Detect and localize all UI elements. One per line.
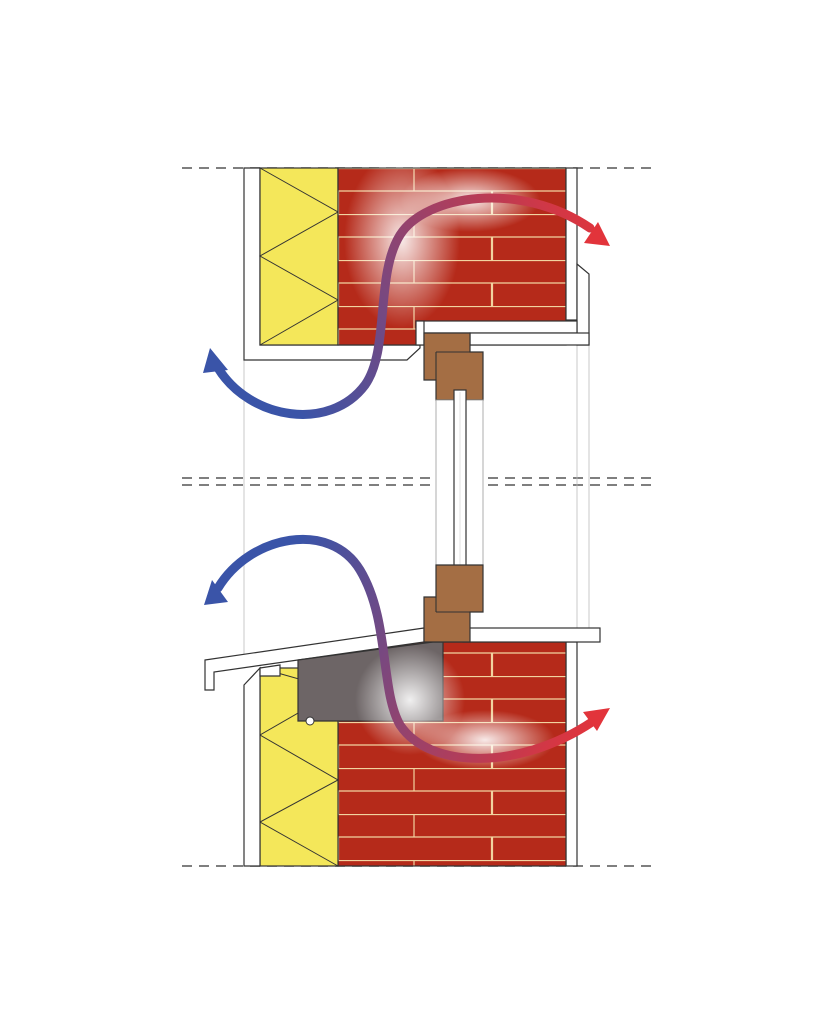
window-glazing: [435, 389, 484, 576]
head-soffit-cover: [469, 332, 590, 346]
head-soffit-board: [415, 320, 578, 334]
sill-cold-arrowhead: [204, 580, 228, 605]
window-board-bracket: [259, 664, 281, 677]
head-insulation-zigzag: [258, 167, 340, 346]
head-cold-arrowhead: [203, 348, 228, 373]
glazing-outer-frame-right: [465, 399, 484, 566]
head-soffit-lip: [415, 320, 425, 346]
head-insulation: [259, 167, 339, 346]
sill-frame-timber: [423, 564, 484, 643]
window-head-detail: [243, 152, 590, 401]
heat-flow-arrows: [203, 193, 610, 763]
sill-internal-plaster: [243, 666, 261, 867]
window-sill-detail: [204, 564, 601, 867]
head-heat-flow-path: [213, 193, 595, 419]
head-warm-arrowhead: [584, 222, 610, 246]
sill-external-render: [565, 641, 578, 867]
sub-sill-drip: [305, 716, 315, 726]
glazing-outer-frame-left: [435, 399, 455, 566]
head-external-render: [565, 167, 578, 321]
sill-warm-arrowhead: [583, 708, 610, 731]
sill-heat-flow-path: [213, 534, 597, 763]
external-sill: [462, 627, 601, 643]
